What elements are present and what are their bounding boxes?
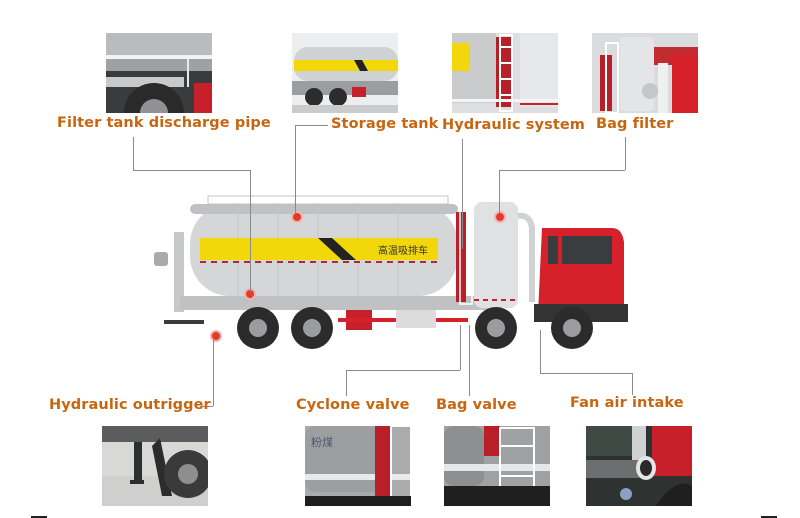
- corner-mark-left: [31, 516, 47, 518]
- marker-storage-tank: [291, 211, 303, 223]
- leader-filter-tank-v1: [133, 137, 134, 170]
- label-hydraulic-outrigger: Hydraulic outrigger: [49, 397, 211, 413]
- photo-storage-tank: [292, 33, 398, 113]
- leader-storage-tank-h: [295, 125, 328, 126]
- photo-bag-filter: [592, 33, 698, 113]
- photo-bag-valve: [444, 426, 550, 506]
- corner-mark-right: [761, 516, 777, 518]
- leader-fan-intake-h: [540, 373, 632, 374]
- leader-cyclone-h: [346, 370, 460, 371]
- photo-hydraulic-outrigger: [102, 426, 208, 506]
- leader-filter-tank-v2: [250, 170, 251, 292]
- photo-hydraulic-system: [452, 33, 558, 113]
- leader-storage-tank-v: [295, 125, 296, 213]
- label-filter-tank-discharge-pipe: Filter tank discharge pipe: [57, 115, 271, 131]
- leader-cyclone-v2: [460, 325, 461, 370]
- svg-text:粉煤: 粉煤: [311, 436, 333, 449]
- photo-fan-air-intake: [586, 426, 692, 506]
- label-bag-valve: Bag valve: [436, 397, 517, 413]
- label-storage-tank: Storage tank: [331, 116, 439, 132]
- leader-fan-intake-v1: [540, 330, 541, 373]
- leader-outrigger-v: [213, 340, 214, 406]
- photo-cyclone-valve: 粉煤: [305, 426, 411, 506]
- label-hydraulic-system: Hydraulic system: [442, 117, 585, 133]
- truck-illustration: 高温吸排车: [150, 192, 640, 352]
- leader-filter-tank-h: [133, 170, 250, 171]
- marker-hydraulic-outrigger: [210, 330, 222, 342]
- leader-bag-filter-v1: [625, 137, 626, 170]
- leader-cyclone-v1: [346, 370, 347, 396]
- leader-bag-filter-v2: [499, 170, 500, 213]
- label-bag-filter: Bag filter: [596, 116, 674, 132]
- leader-hydraulic-system-v: [462, 139, 463, 249]
- truck-side-text: 高温吸排车: [378, 244, 428, 257]
- label-cyclone-valve: Cyclone valve: [296, 397, 410, 413]
- leader-bag-valve-v: [469, 325, 470, 396]
- label-fan-air-intake: Fan air intake: [570, 395, 684, 411]
- marker-bag-filter: [494, 211, 506, 223]
- leader-bag-filter-h: [499, 170, 625, 171]
- leader-outrigger-h: [200, 406, 213, 407]
- leader-fan-intake-v2: [632, 373, 633, 395]
- photo-filter-tank-discharge-pipe: [106, 33, 212, 113]
